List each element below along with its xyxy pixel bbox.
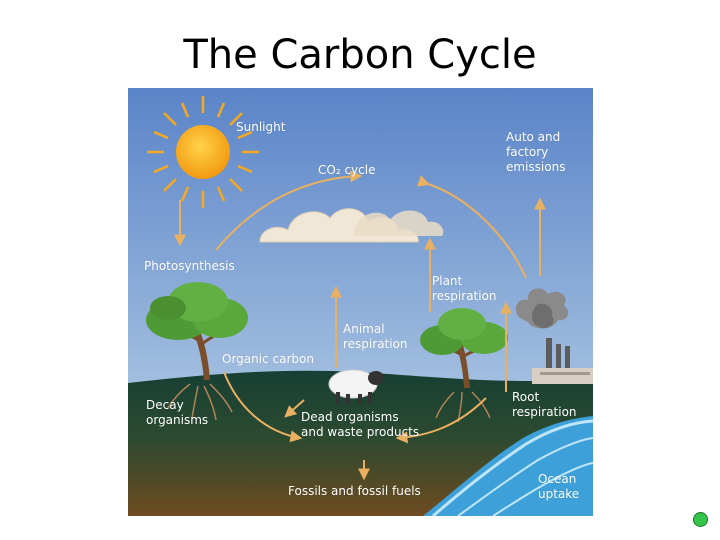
ocean (423, 416, 593, 516)
label-photosynthesis: Photosynthesis (144, 259, 235, 273)
label-fossils: Fossils and fossil fuels (288, 484, 421, 498)
tree-icon (146, 282, 248, 421)
tree-icon (420, 308, 508, 423)
label-organic-carbon: Organic carbon (222, 352, 314, 366)
label-co2-cycle: CO₂ cycle (318, 163, 376, 177)
label-dead-organisms: Dead organisms and waste products (301, 410, 420, 439)
carbon-cycle-diagram: Sunlight CO₂ cycle Auto and factory emis… (128, 88, 593, 516)
cloud-icon (259, 208, 444, 243)
label-root-respiration: Root respiration (512, 390, 577, 419)
ocean-wave (492, 462, 593, 516)
co2-cycle-arrow-right (416, 175, 527, 279)
label-auto-emissions: Auto and factory emissions (506, 130, 566, 174)
label-ocean-uptake: Ocean uptake (538, 472, 580, 501)
ocean-wave (432, 419, 593, 516)
slide-nav-button[interactable] (693, 512, 708, 527)
diagram-artwork (128, 88, 593, 516)
label-plant-respiration: Plant respiration (432, 274, 497, 303)
label-animal-respiration: Animal respiration (343, 322, 408, 351)
organic-carbon-arrow (223, 371, 303, 443)
label-decay-organisms: Decay organisms (146, 398, 209, 427)
slide-title: The Carbon Cycle (183, 32, 537, 78)
label-sunlight: Sunlight (236, 120, 286, 134)
co2-cycle-arrow-left (215, 170, 363, 251)
dead-organisms-arrow (395, 397, 487, 444)
factory-icon (515, 288, 593, 384)
cycle-arrows (174, 170, 546, 481)
decay-arrow (284, 399, 305, 418)
ocean-wave (457, 437, 593, 516)
sun-icon (147, 96, 259, 208)
sheep-icon (328, 369, 384, 404)
